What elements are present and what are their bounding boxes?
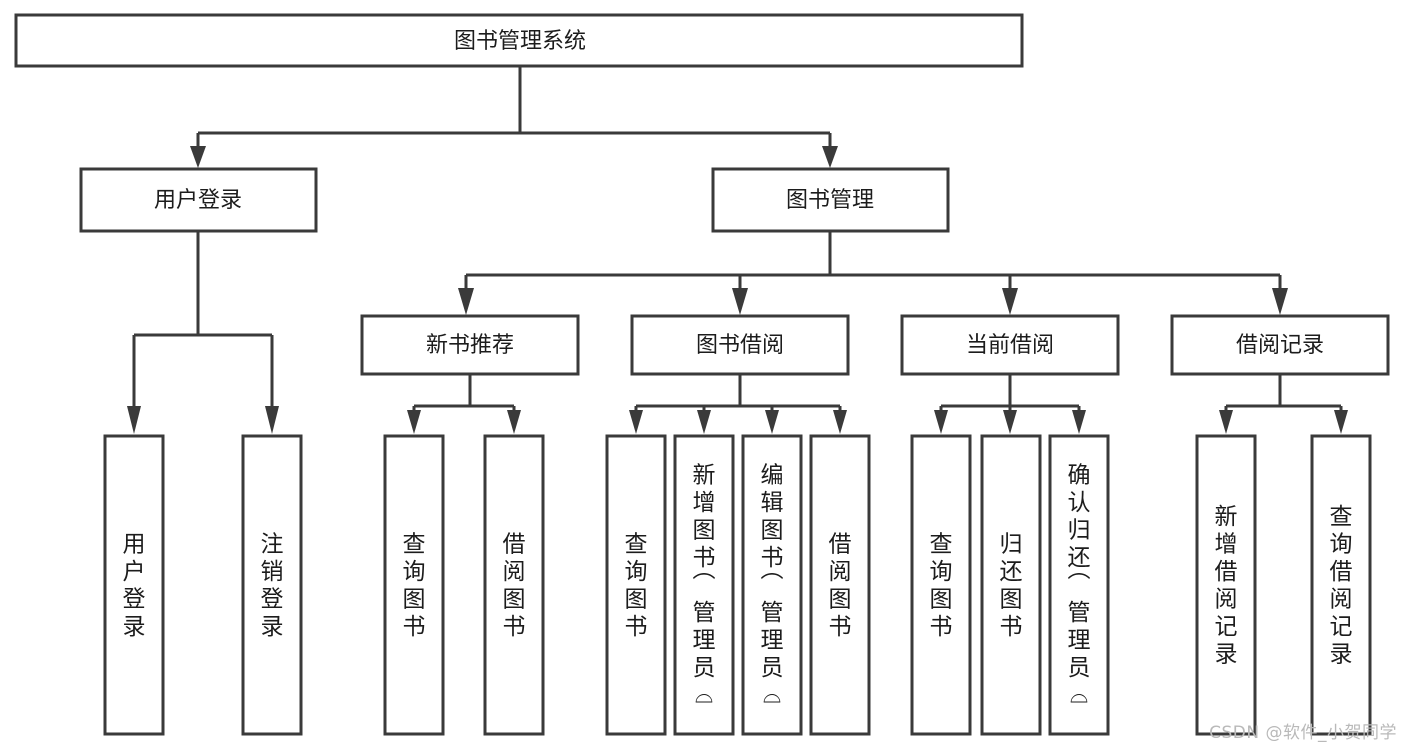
- node-leaf-confirm-return[interactable]: 确认归还⌒管理员⌓: [1048, 434, 1110, 736]
- arrow-head-leaf-borrow-book-2: [833, 410, 847, 434]
- arrow-head-leaf-query-book-1: [407, 410, 421, 434]
- arrow-head-leaf-user-login: [127, 406, 141, 434]
- arrow-head-leaf-user-logout: [265, 406, 279, 434]
- node-leaf-user-login[interactable]: 用户登录: [103, 434, 165, 736]
- arrow-head-leaf-edit-book: [765, 410, 779, 434]
- node-leaf-query-record-label: 查询借阅记录: [1330, 504, 1353, 668]
- node-new-book-recommend-box[interactable]: [360, 314, 580, 376]
- node-book-borrow[interactable]: 图书借阅: [630, 314, 850, 376]
- node-root-label: 图书管理系统: [454, 29, 586, 54]
- node-borrow-record-box[interactable]: [1170, 314, 1390, 376]
- node-leaf-query-book-1-label: 查询图书: [403, 531, 426, 640]
- node-leaf-query-book-3[interactable]: 查询图书: [910, 434, 972, 736]
- node-leaf-query-book-2[interactable]: 查询图书: [605, 434, 667, 736]
- node-leaf-confirm-return-label: 确认归还⌒管理员⌓: [1068, 463, 1091, 709]
- node-new-book-recommend[interactable]: 新书推荐: [360, 314, 580, 376]
- node-leaf-query-book-2-box[interactable]: [605, 434, 667, 736]
- arrow-head-leaf-borrow-book-1: [507, 410, 521, 434]
- node-leaf-add-record-label: 新增借阅记录: [1215, 504, 1238, 668]
- node-leaf-query-book-1-box[interactable]: [383, 434, 445, 736]
- node-leaf-edit-book-label: 编辑图书⌒管理员⌓: [761, 463, 784, 709]
- node-leaf-user-login-label: 用户登录: [123, 531, 146, 640]
- node-book-manage-box[interactable]: [711, 167, 950, 233]
- arrow-head-leaf-confirm-return: [1072, 410, 1086, 434]
- arrow-head-book-borrow: [732, 288, 748, 315]
- node-leaf-borrow-book-2-label: 借阅图书: [829, 531, 852, 640]
- arrow-head-user-login: [190, 146, 206, 168]
- node-leaf-query-record[interactable]: 查询借阅记录: [1310, 434, 1372, 736]
- arrow-head-leaf-return-book: [1003, 410, 1017, 434]
- node-leaf-return-book-box[interactable]: [980, 434, 1042, 736]
- connector-layer: [127, 66, 1348, 434]
- node-leaf-user-logout-box[interactable]: [241, 434, 303, 736]
- node-leaf-query-record-box[interactable]: [1310, 434, 1372, 736]
- node-leaf-user-logout-label: 注销登录: [261, 531, 284, 640]
- node-book-manage[interactable]: 图书管理: [711, 167, 950, 233]
- node-current-borrow[interactable]: 当前借阅: [900, 314, 1120, 376]
- node-book-manage-label: 图书管理: [786, 188, 874, 213]
- node-borrow-record-label: 借阅记录: [1236, 333, 1324, 358]
- arrow-head-leaf-add-record: [1219, 410, 1233, 434]
- arrow-head-book-manage: [822, 146, 838, 168]
- node-leaf-edit-book[interactable]: 编辑图书⌒管理员⌓: [741, 434, 803, 736]
- node-book-borrow-label: 图书借阅: [696, 333, 784, 358]
- arrow-head-new-book-recommend: [458, 288, 474, 315]
- node-leaf-return-book[interactable]: 归还图书: [980, 434, 1042, 736]
- node-new-book-recommend-label: 新书推荐: [426, 333, 514, 358]
- arrow-head-borrow-record: [1272, 288, 1288, 315]
- arrow-head-current-borrow: [1002, 288, 1018, 315]
- arrow-head-leaf-add-book: [697, 410, 711, 434]
- arrow-head-leaf-query-book-3: [934, 410, 948, 434]
- node-leaf-confirm-return-box[interactable]: [1048, 434, 1110, 736]
- node-leaf-add-book[interactable]: 新增图书⌒管理员⌓: [673, 434, 735, 736]
- node-leaf-user-login-box[interactable]: [103, 434, 165, 736]
- node-leaf-query-book-3-box[interactable]: [910, 434, 972, 736]
- node-root-box[interactable]: [14, 13, 1024, 68]
- node-leaf-query-book-3-label: 查询图书: [930, 531, 953, 640]
- node-leaf-add-book-box[interactable]: [673, 434, 735, 736]
- node-leaf-user-logout[interactable]: 注销登录: [241, 434, 303, 736]
- node-leaf-edit-book-box[interactable]: [741, 434, 803, 736]
- node-leaf-query-book-1[interactable]: 查询图书: [383, 434, 445, 736]
- node-leaf-borrow-book-1-label: 借阅图书: [503, 531, 526, 640]
- node-leaf-return-book-label: 归还图书: [1000, 531, 1023, 640]
- node-current-borrow-box[interactable]: [900, 314, 1120, 376]
- node-user-login-box[interactable]: [79, 167, 318, 233]
- node-book-borrow-box[interactable]: [630, 314, 850, 376]
- node-root[interactable]: 图书管理系统: [14, 13, 1024, 68]
- node-user-login[interactable]: 用户登录: [79, 167, 318, 233]
- node-leaf-add-record[interactable]: 新增借阅记录: [1195, 434, 1257, 736]
- node-leaf-query-book-2-label: 查询图书: [625, 531, 648, 640]
- node-current-borrow-label: 当前借阅: [966, 333, 1054, 358]
- leaf-layer: 用户登录 注销登录 查询图书 借阅图书 查询图书 新增图书⌒管理员⌓: [103, 434, 1372, 736]
- csdn-watermark: CSDN @软件_小贺同学: [1209, 723, 1397, 743]
- node-leaf-add-record-box[interactable]: [1195, 434, 1257, 736]
- node-leaf-borrow-book-1[interactable]: 借阅图书: [483, 434, 545, 736]
- node-leaf-borrow-book-1-box[interactable]: [483, 434, 545, 736]
- node-leaf-add-book-label: 新增图书⌒管理员⌓: [693, 463, 716, 709]
- node-borrow-record[interactable]: 借阅记录: [1170, 314, 1390, 376]
- node-user-login-label: 用户登录: [154, 188, 242, 213]
- arrow-head-leaf-query-book-2: [629, 410, 643, 434]
- arrow-head-leaf-query-record: [1334, 410, 1348, 434]
- node-leaf-borrow-book-2[interactable]: 借阅图书: [809, 434, 871, 736]
- node-leaf-borrow-book-2-box[interactable]: [809, 434, 871, 736]
